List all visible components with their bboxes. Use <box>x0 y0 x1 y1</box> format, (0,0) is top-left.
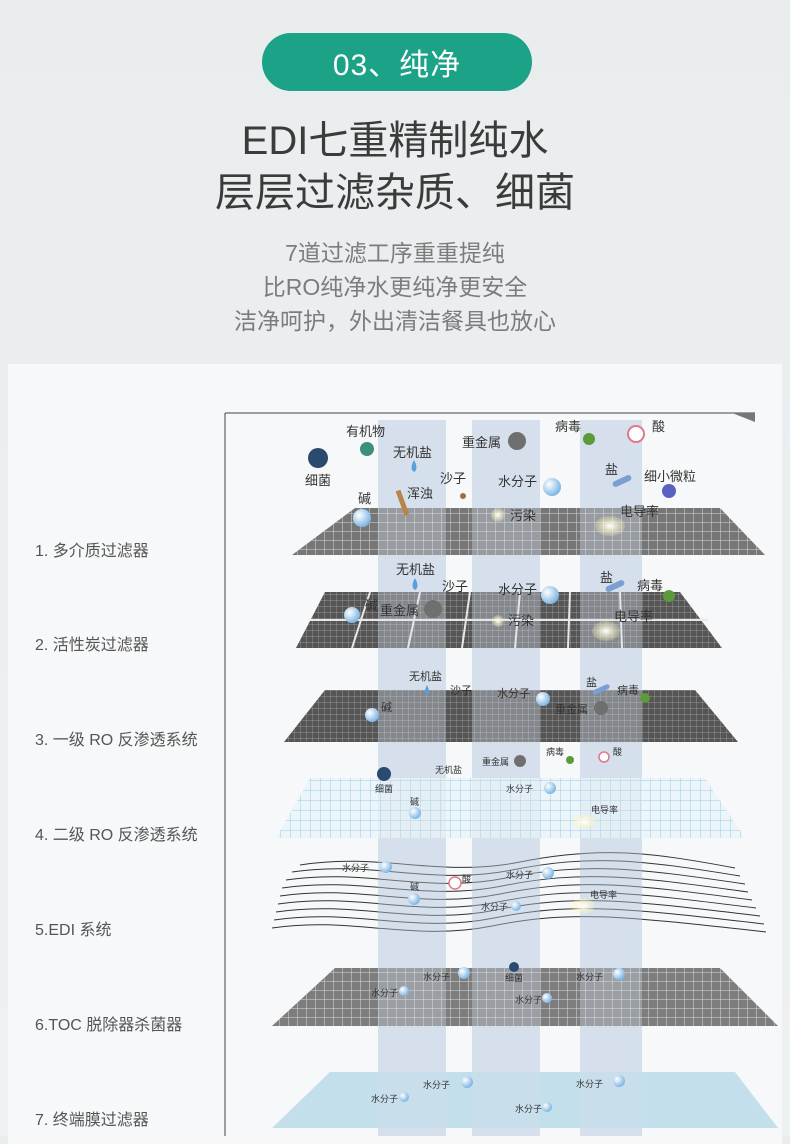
label-l5-conductivity: 电导率 <box>590 889 617 901</box>
layer-toc-sterilizer <box>272 968 778 1026</box>
bacteria-icon <box>308 448 328 468</box>
label-l2-heavy-metal: 重金属 <box>380 603 419 619</box>
label-l2-salt: 盐 <box>600 571 613 586</box>
subtitle-line-1: 7道过滤工序重重提纯 <box>285 240 505 266</box>
subtitle-line-2: 比RO纯净水更纯净更安全 <box>262 274 528 300</box>
label-l2-pollution: 污染 <box>508 614 534 629</box>
label-l2-sand: 沙子 <box>442 580 468 595</box>
label-l6-water-molecule-4: 水分子 <box>515 994 542 1006</box>
label-l6-water-molecule-2: 水分子 <box>576 971 603 983</box>
layer-ro-primary <box>284 690 738 742</box>
step-2-label: 2. 活性炭过滤器 <box>35 637 149 654</box>
virus-icon <box>583 433 595 445</box>
label-heavy-metal: 重金属 <box>462 435 501 451</box>
label-l4-heavy-metal: 重金属 <box>482 756 509 768</box>
label-l7-water-molecule: 水分子 <box>423 1079 450 1091</box>
label-l2-inorganic-salt: 无机盐 <box>396 563 435 578</box>
conductivity-icon <box>595 516 625 536</box>
label-alkali: 碱 <box>358 492 371 507</box>
label-bacteria: 细菌 <box>305 474 331 489</box>
label-l3-sand: 沙子 <box>450 684 472 697</box>
label-l5-acid: 酸 <box>462 874 471 885</box>
water-drop-icon <box>411 460 417 472</box>
label-l4-virus: 病毒 <box>546 746 564 758</box>
label-salt: 盐 <box>605 463 618 478</box>
label-sand: 沙子 <box>440 472 466 487</box>
fine-particle-icon <box>662 484 676 498</box>
step-6-label: 6.TOC 脱除器杀菌器 <box>35 1017 183 1034</box>
label-l4-alkali: 碱 <box>410 797 419 808</box>
particles-layer-3 <box>365 684 650 722</box>
step-4-label: 4. 二级 RO 反渗透系统 <box>35 827 198 844</box>
label-l4-acid: 酸 <box>613 747 622 758</box>
label-l7-water-molecule-4: 水分子 <box>515 1103 542 1115</box>
label-l3-water-molecule: 水分子 <box>497 687 530 700</box>
label-l3-alkali: 碱 <box>381 701 392 714</box>
step-7-label: 7. 终端膜过滤器 <box>35 1112 149 1129</box>
headline-line-2: 层层过滤杂质、细菌 <box>215 171 575 215</box>
label-l7-water-molecule-3: 水分子 <box>371 1093 398 1105</box>
label-turbidity: 浑浊 <box>407 487 433 502</box>
alkali-icon <box>353 509 371 527</box>
label-l2-virus: 病毒 <box>637 579 663 594</box>
label-l6-water-molecule-3: 水分子 <box>371 987 398 999</box>
particles-layer-7 <box>399 1075 625 1112</box>
heavy-metal-icon <box>508 432 526 450</box>
particles-layer-2 <box>344 578 675 641</box>
label-l4-conductivity: 电导率 <box>591 804 618 816</box>
label-inorganic-salt: 无机盐 <box>393 446 432 461</box>
water-molecule-icon <box>543 478 561 496</box>
label-water-molecule: 水分子 <box>498 475 537 490</box>
label-l5-water-molecule: 水分子 <box>342 862 369 874</box>
label-l3-virus: 病毒 <box>617 683 639 697</box>
salt-icon <box>612 475 632 487</box>
step-1-label: 1. 多介质过滤器 <box>35 543 149 560</box>
acid-icon <box>627 425 645 443</box>
label-acid: 酸 <box>652 420 665 435</box>
label-l4-water-molecule: 水分子 <box>506 783 533 795</box>
turbidity-icon <box>395 489 410 516</box>
particles-layer-4 <box>377 751 610 830</box>
label-l3-heavy-metal: 重金属 <box>555 702 588 716</box>
label-l3-salt: 盐 <box>586 676 597 689</box>
layer-ro-secondary <box>276 778 745 838</box>
organic-matter-icon <box>360 442 374 456</box>
label-l4-bacteria: 细菌 <box>375 783 393 795</box>
label-l2-conductivity: 电导率 <box>614 609 653 625</box>
label-fine-particle: 细小微粒 <box>644 470 696 485</box>
layer-multi-media-filter <box>292 508 765 555</box>
pollution-icon <box>491 508 505 522</box>
label-pollution: 污染 <box>510 509 536 524</box>
label-conductivity: 电导率 <box>620 504 659 520</box>
label-l5-water-molecule-3: 水分子 <box>481 901 508 913</box>
particles-layer-5 <box>380 861 595 914</box>
layer-terminal-membrane <box>272 1072 778 1128</box>
step-5-label: 5.EDI 系统 <box>35 922 112 939</box>
sand-icon <box>460 493 466 499</box>
label-organic-matter: 有机物 <box>346 425 385 440</box>
label-l4-inorganic-salt: 无机盐 <box>435 764 462 776</box>
section-badge: 03、纯净 <box>262 33 532 91</box>
label-virus: 病毒 <box>555 420 581 435</box>
label-l7-water-molecule-2: 水分子 <box>576 1078 603 1090</box>
step-3-label: 3. 一级 RO 反渗透系统 <box>35 732 198 749</box>
label-l2-alkali: 碱 <box>365 599 378 614</box>
label-l5-alkali: 碱 <box>410 882 419 893</box>
particles-layer-1 <box>308 425 676 536</box>
label-l5-water-molecule-2: 水分子 <box>506 869 533 881</box>
label-l2-water-molecule: 水分子 <box>498 583 537 598</box>
subtitle-line-3: 洁净呵护，外出清洁餐具也放心 <box>234 308 556 334</box>
headline-line-1: EDI七重精制纯水 <box>241 119 549 163</box>
layer-edi <box>271 852 767 933</box>
label-l6-bacteria: 细菌 <box>505 972 523 984</box>
label-l6-water-molecule: 水分子 <box>423 971 450 983</box>
label-l3-inorganic-salt: 无机盐 <box>409 669 442 683</box>
particles-layer-6 <box>399 962 625 1003</box>
axis-arrow-icon <box>732 413 755 422</box>
